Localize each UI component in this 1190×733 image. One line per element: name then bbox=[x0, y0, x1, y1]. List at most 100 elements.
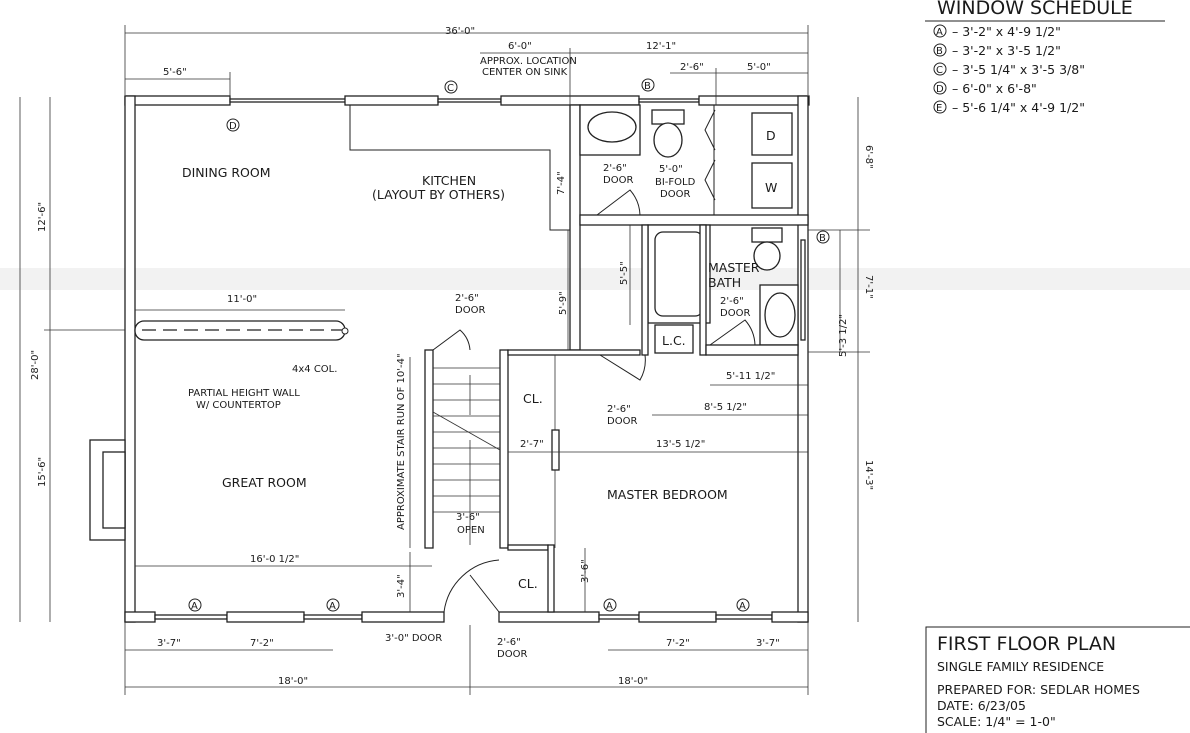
size: – 3'-2" x 4'-9 1/2" bbox=[952, 24, 1061, 39]
window-a bbox=[154, 614, 228, 620]
dim: 8'-5 1/2" bbox=[704, 402, 747, 413]
dryer-label: D bbox=[766, 128, 776, 143]
size: – 3'-5 1/4" x 3'-5 3/8" bbox=[952, 62, 1085, 77]
window-mark-a: A bbox=[739, 601, 746, 612]
dim: 5'-6" bbox=[163, 67, 187, 78]
dim: 12'-1" bbox=[646, 41, 676, 52]
window-a bbox=[715, 614, 773, 620]
exterior-walls bbox=[89, 95, 810, 623]
window-mark-icon bbox=[933, 81, 947, 95]
window-mark-icon bbox=[933, 43, 947, 57]
note-door: DOOR bbox=[607, 416, 637, 427]
note-bifold: BI-FOLD bbox=[655, 177, 696, 188]
bifold-door bbox=[704, 109, 716, 201]
schedule-row: D– 6'-0" x 6'-8" bbox=[933, 81, 1037, 96]
room-closet: CL. bbox=[523, 391, 543, 406]
room-kitchen: KITCHEN bbox=[422, 173, 476, 188]
schedule-row: A – 3'-2" x 4'-9 1/2" bbox=[933, 24, 1061, 39]
mark: C bbox=[936, 65, 943, 76]
note-door: DOOR bbox=[720, 308, 750, 319]
drawing-scale: SCALE: 1/4" = 1-0" bbox=[937, 714, 1056, 729]
note-column: 4x4 COL. bbox=[292, 364, 337, 375]
window-mark-c: C bbox=[447, 83, 454, 94]
window-mark-d: D bbox=[229, 121, 237, 132]
dim: 5'-3 1/2" bbox=[838, 314, 849, 357]
window-mark-a: A bbox=[606, 601, 613, 612]
door-swing bbox=[599, 354, 646, 381]
dim: 16'-0 1/2" bbox=[250, 554, 299, 565]
dim: 5'-9" bbox=[558, 291, 569, 315]
washer-label: W bbox=[765, 180, 777, 195]
room-closet: CL. bbox=[518, 576, 538, 591]
dryer bbox=[751, 112, 793, 156]
note-stair-run: APPROXIMATE STAIR RUN OF 10'-4" bbox=[396, 353, 407, 530]
note-door: DOOR bbox=[497, 649, 527, 660]
window-mark-b: B bbox=[644, 81, 651, 92]
toilet-tank-icon bbox=[651, 109, 685, 125]
dim: 7'-1" bbox=[863, 275, 874, 299]
dim: 2'-6" bbox=[455, 293, 479, 304]
dim: 2'-6" bbox=[603, 163, 627, 174]
window-mark-a: A bbox=[329, 601, 336, 612]
window-mark-icon bbox=[933, 24, 947, 38]
annotations: 36'-0" 6'-0" APPROX. LOCATION CENTER ON … bbox=[30, 26, 874, 687]
dim: 2'-6" bbox=[720, 296, 744, 307]
dim-overall-depth: 28'-0" bbox=[30, 350, 41, 380]
mark: E bbox=[936, 103, 942, 114]
door-swing bbox=[443, 559, 500, 613]
title-block: FIRST FLOOR PLAN SINGLE FAMILY RESIDENCE… bbox=[925, 626, 1190, 733]
room-great: GREAT ROOM bbox=[222, 475, 307, 490]
dim: 7'-4" bbox=[556, 171, 567, 195]
dim: 2'-7" bbox=[520, 439, 544, 450]
dim: 18'-0" bbox=[618, 676, 648, 687]
note-open: OPEN bbox=[457, 525, 485, 536]
window-mark-icon bbox=[933, 62, 947, 76]
dim: 5'-0" bbox=[659, 164, 683, 175]
sink-icon bbox=[587, 111, 637, 143]
window-schedule: WINDOW SCHEDULE A– 3'-2" x 4'-9 1/2" B– … bbox=[925, 0, 1165, 115]
dim: 2'-6" bbox=[497, 637, 521, 648]
window-mark-b: B bbox=[819, 233, 826, 244]
mark: A bbox=[936, 27, 943, 38]
room-labels: DINING ROOM KITCHEN (LAYOUT BY OTHERS) G… bbox=[182, 165, 760, 591]
washer bbox=[751, 162, 793, 209]
dim: 13'-5 1/2" bbox=[656, 439, 705, 450]
note-bifold: DOOR bbox=[660, 189, 690, 200]
dim: 3'-7" bbox=[756, 638, 780, 649]
mark: B bbox=[936, 46, 943, 57]
window-b-bath bbox=[800, 239, 806, 341]
dim: 5'-11 1/2" bbox=[726, 371, 775, 382]
dim: 14'-3" bbox=[863, 460, 874, 490]
dim-overall-width: 36'-0" bbox=[445, 26, 475, 37]
dim: 7'-2" bbox=[666, 638, 690, 649]
window-schedule-title: WINDOW SCHEDULE bbox=[937, 0, 1133, 19]
drawing-date: DATE: 6/23/05 bbox=[937, 698, 1026, 713]
stair bbox=[432, 367, 501, 545]
kitchen-counter bbox=[349, 105, 571, 231]
dim: 7'-2" bbox=[250, 638, 274, 649]
size: – 5'-6 1/4" x 4'-9 1/2" bbox=[952, 100, 1085, 115]
window-a bbox=[598, 614, 640, 620]
column-icon bbox=[341, 327, 349, 335]
room-kitchen-note: (LAYOUT BY OTHERS) bbox=[372, 187, 505, 202]
note-sink: APPROX. LOCATION bbox=[480, 56, 577, 67]
scan-artifact bbox=[0, 268, 1190, 290]
room-linen-closet: L.C. bbox=[662, 333, 686, 348]
schedule-row: B– 3'-2" x 3'-5 1/2" bbox=[933, 43, 1061, 58]
prepared-for: PREPARED FOR: SEDLAR HOMES bbox=[937, 682, 1140, 697]
door-swing bbox=[596, 189, 641, 216]
note-door: DOOR bbox=[603, 175, 633, 186]
dim: 5'-0" bbox=[747, 62, 771, 73]
interior-walls: D W bbox=[134, 104, 809, 613]
mark: D bbox=[936, 84, 944, 95]
dim: 3'-6" bbox=[456, 512, 480, 523]
room-dining: DINING ROOM bbox=[182, 165, 271, 180]
toilet-tank-icon bbox=[751, 227, 783, 243]
toilet-icon bbox=[753, 241, 781, 271]
linen-closet bbox=[654, 324, 694, 354]
dim: 6'-8" bbox=[863, 145, 874, 169]
drawing-title: FIRST FLOOR PLAN bbox=[937, 633, 1116, 655]
dim: 3'-6" bbox=[580, 559, 591, 583]
title-block-border bbox=[925, 626, 1190, 733]
